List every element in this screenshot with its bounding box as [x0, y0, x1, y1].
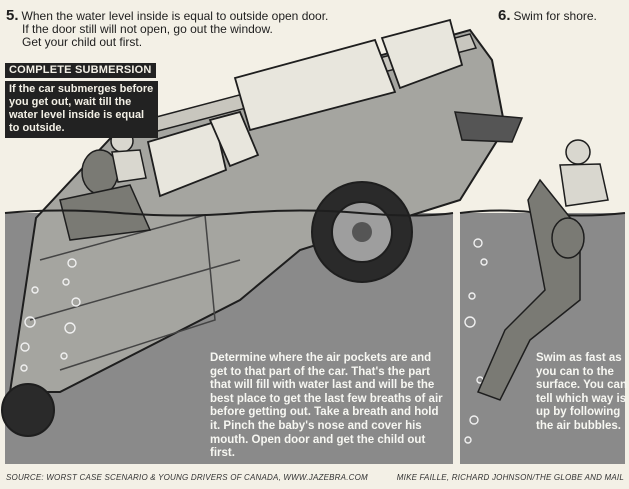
step-six-text: Swim for shore.: [513, 9, 597, 23]
step-five-number: 5.: [6, 7, 19, 24]
swim-tip: Swim as fast as you can to the surface. …: [536, 352, 627, 432]
rescued-child-figure: [559, 139, 609, 207]
step-six: 6.Swim for shore.: [498, 7, 597, 24]
source-credit: SOURCE: WORST CASE SCENARIO & YOUNG DRIV…: [6, 473, 368, 482]
artist-credit: MIKE FAILLE, RICHARD JOHNSON/THE GLOBE A…: [396, 473, 624, 482]
car-wheel: [311, 181, 413, 283]
submersion-callout: COMPLETE SUBMERSION If the car submerges…: [5, 63, 158, 138]
submersion-body: If the car submerges before you get out,…: [5, 81, 158, 138]
step-six-number: 6.: [498, 7, 511, 24]
step-five-line2: If the door still will not open, go out …: [22, 22, 273, 36]
submersion-heading: COMPLETE SUBMERSION: [5, 63, 156, 78]
car-windows: [146, 18, 464, 198]
step-five-line3: Get your child out first.: [22, 35, 143, 49]
air-bubbles-right: [464, 238, 488, 444]
step-five-line1: When the water level inside is equal to …: [21, 9, 329, 23]
step-five: 5.When the water level inside is equal t…: [6, 7, 336, 49]
air-pocket-tip: Determine where the air pockets are and …: [210, 352, 443, 460]
swimmer-figure: [476, 178, 585, 401]
air-bubbles-left: [20, 258, 81, 372]
